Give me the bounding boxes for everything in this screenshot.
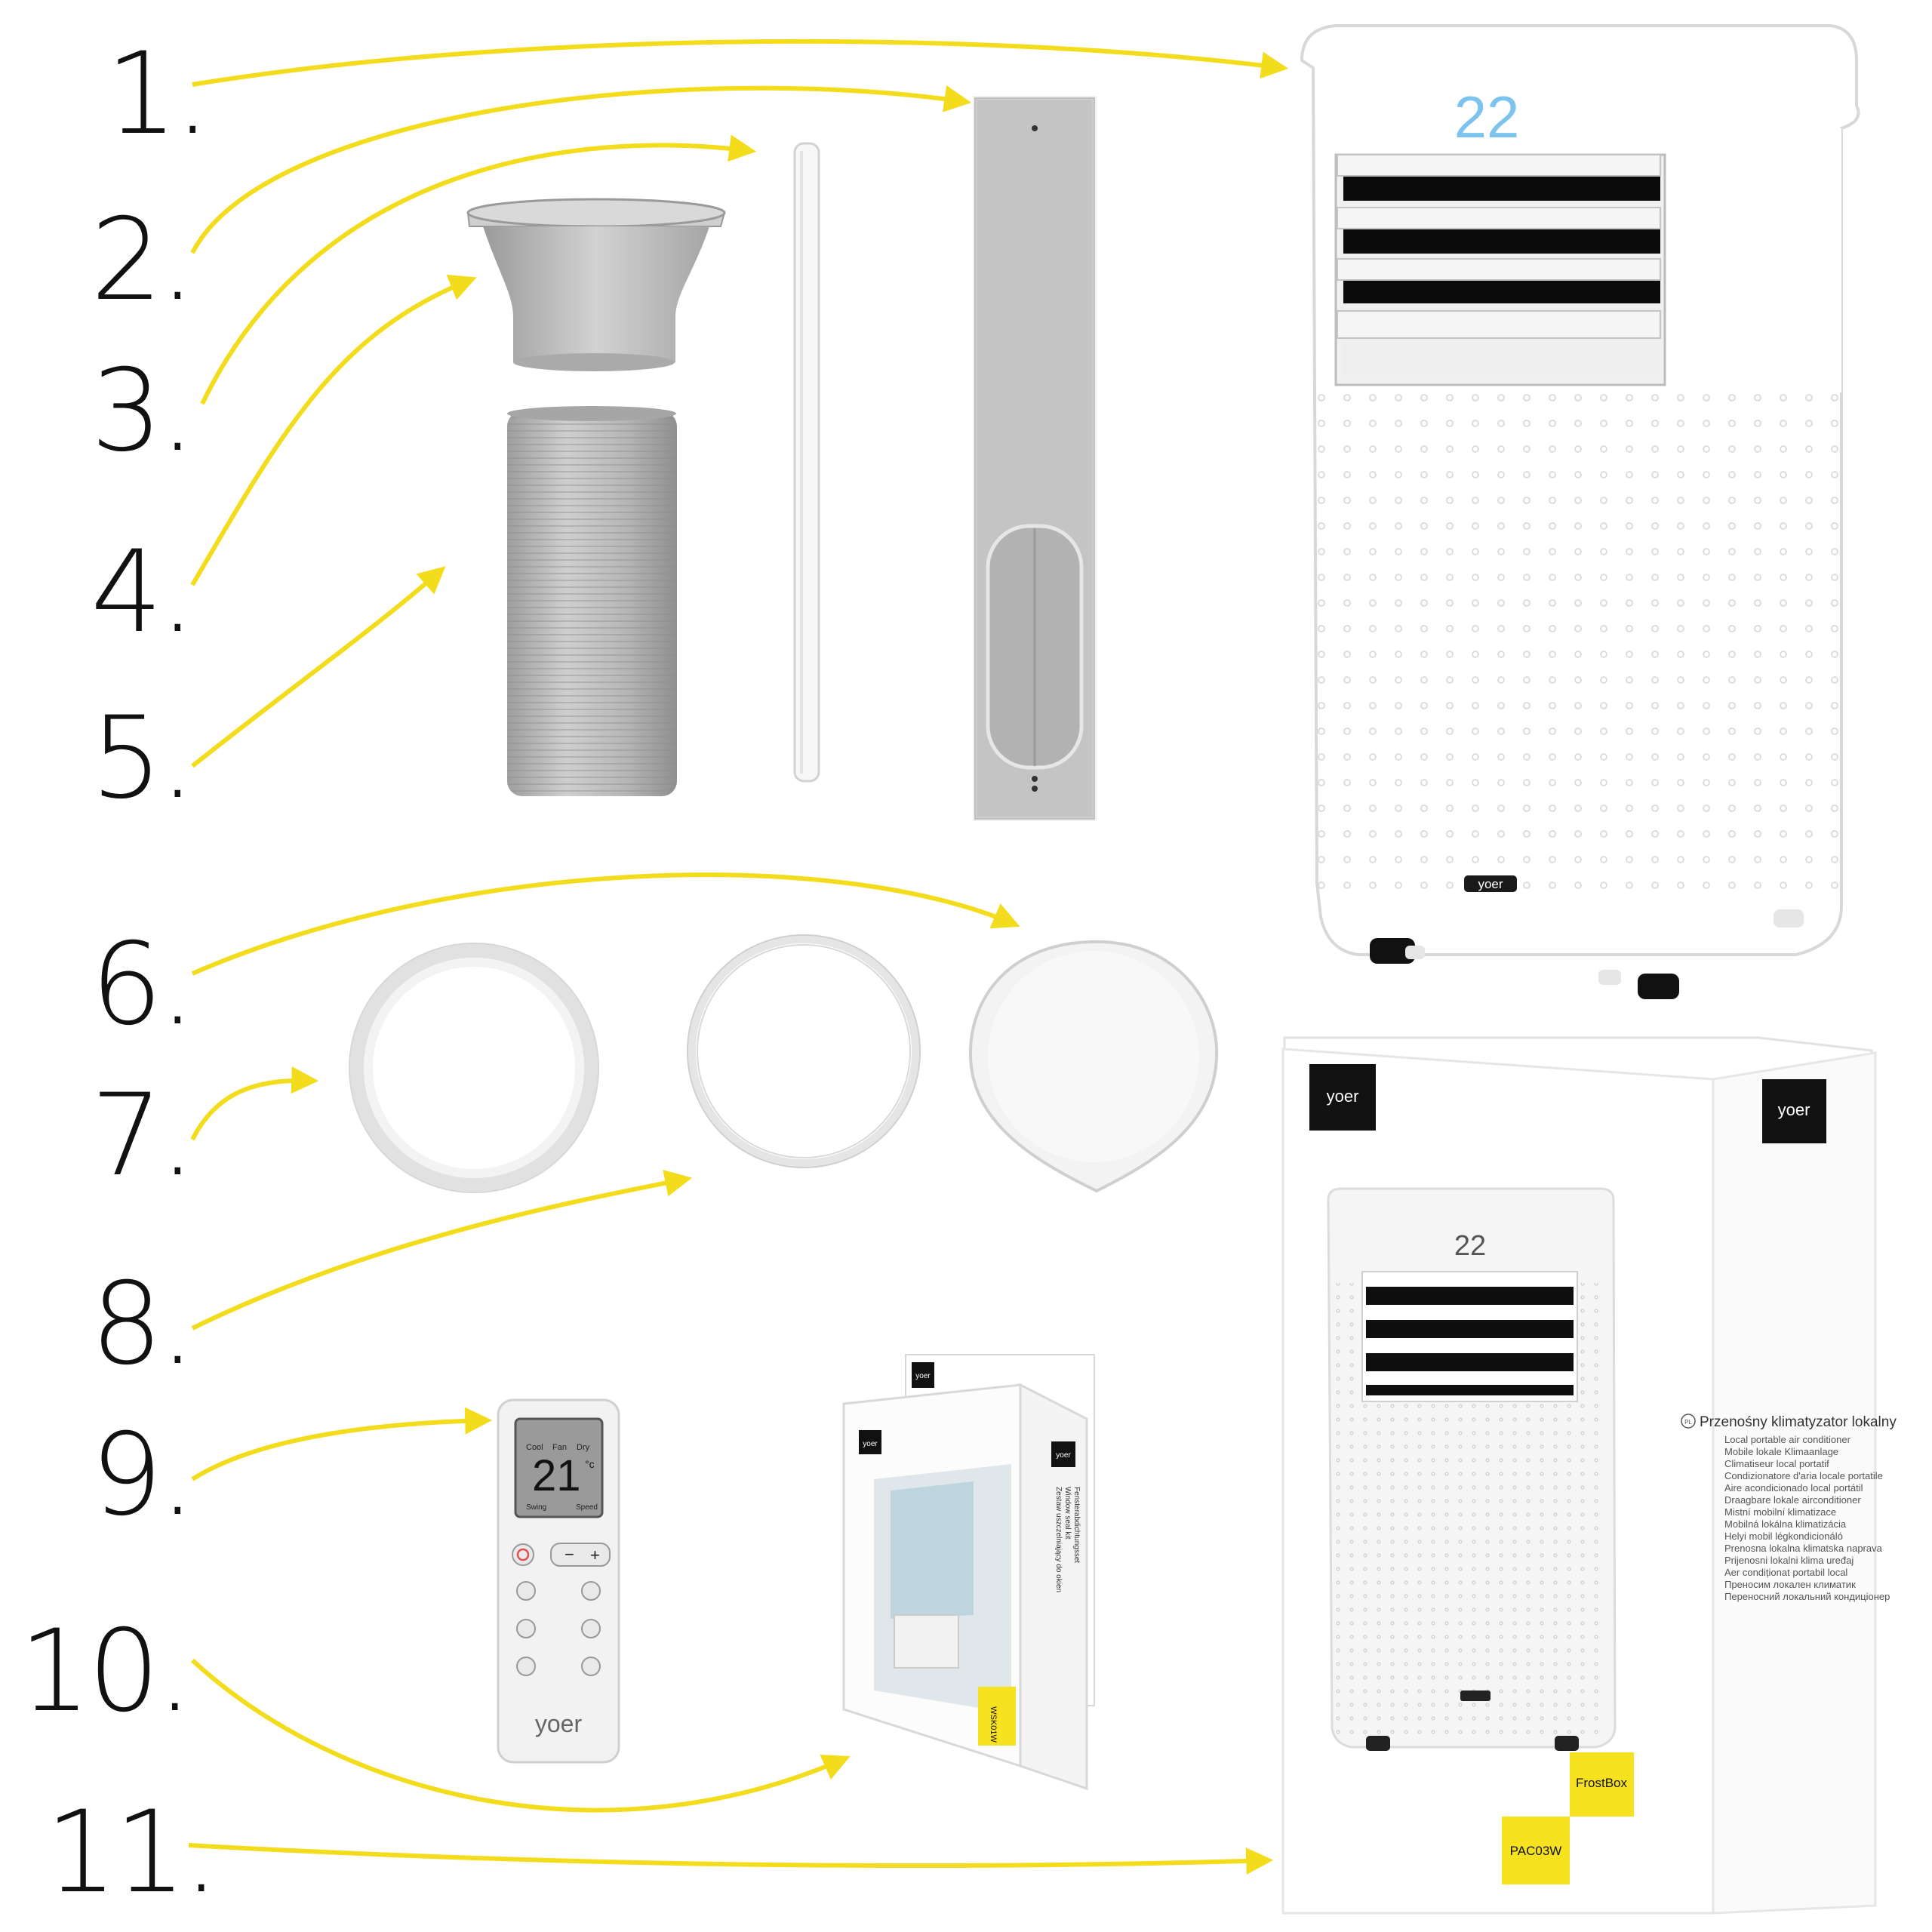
ac-display: 22 [1454, 84, 1520, 150]
ac-louvers [1337, 154, 1661, 374]
kit-side-line-1: Zestaw uszczelniający do okien [1054, 1487, 1063, 1592]
arrow-6 [191, 872, 1020, 976]
air-conditioner-unit: 22 yoer [1300, 24, 1860, 999]
remote-swing-button[interactable] [516, 1619, 536, 1638]
box-brand-front: yoer [1327, 1087, 1359, 1106]
arrow-2 [190, 85, 972, 254]
kit-brand-side: yoer [1056, 1451, 1071, 1460]
arrow-11 [188, 1843, 1274, 1875]
window-adapter-ring-inner [687, 934, 921, 1168]
remote-speed: Speed [576, 1503, 598, 1512]
ac-brand: yoer [1478, 877, 1503, 891]
window-adapter [466, 198, 726, 371]
arrow-5 [191, 566, 446, 768]
remote-mode-fan: Fan [552, 1443, 567, 1452]
remote-unit-button[interactable] [581, 1657, 601, 1676]
label-6: 6. [91, 919, 195, 1051]
kit-side-line-2: Window seal kit [1063, 1487, 1072, 1540]
remote-unit: °c [585, 1458, 595, 1470]
window-seal-kit-box: yoer yoer yoer Zestaw uszczelniający do … [842, 1354, 1095, 1791]
label-10: 10. [19, 1606, 193, 1737]
arrow-10 [190, 1658, 851, 1813]
remote-mode-button[interactable] [516, 1581, 536, 1601]
arrow-3 [200, 134, 757, 405]
box-translation-5: Aire acondicionado local portátil [1724, 1482, 1863, 1494]
box-translation-4: Condizionatore d'aria locale portatile [1724, 1470, 1883, 1481]
remote-temp-rocker[interactable] [550, 1543, 611, 1567]
window-adapter-cap [968, 940, 1219, 1193]
remote-plus: + [590, 1546, 600, 1564]
remote-temperature: 21 [532, 1451, 581, 1500]
remote-mode-dry: Dry [577, 1443, 590, 1452]
box-translation-1: Local portable air conditioner [1724, 1434, 1851, 1445]
box-translation-11: Prijenosni lokalni klima uređaj [1724, 1555, 1854, 1566]
remote-control: Cool Fan Dry 21 °c Swing Speed − + yoer [497, 1398, 620, 1764]
product-box: yoer yoer 22 PL Przenośny klimatyzator l… [1281, 1036, 1897, 1915]
box-display: 22 [1454, 1230, 1486, 1262]
box-translation-13: Преносим локален климатик [1724, 1579, 1856, 1590]
kit-side-line-3: Fensterabdichtungsset [1072, 1487, 1081, 1563]
box-title: Przenośny klimatyzator lokalny [1700, 1414, 1897, 1430]
arrow-9 [191, 1407, 493, 1481]
kit-brand-front: yoer [863, 1440, 878, 1448]
label-3: 3. [91, 346, 195, 477]
kit-brand-top: yoer [915, 1372, 931, 1380]
box-series: FrostBox [1576, 1776, 1628, 1790]
remote-swing: Swing [526, 1503, 546, 1512]
label-11: 11. [45, 1787, 220, 1918]
remote-power-button[interactable] [512, 1543, 534, 1566]
arrow-4 [190, 274, 477, 586]
label-9: 9. [91, 1410, 195, 1541]
box-translation-6: Draagbare lokale airconditioner [1724, 1494, 1861, 1506]
window-panel [973, 96, 1097, 821]
arrow-8 [191, 1169, 693, 1331]
arrow-1 [192, 38, 1289, 87]
box-translation-2: Mobile lokale Klimaanlage [1724, 1446, 1838, 1457]
box-translation-7: Mistní mobilní klimatizace [1724, 1506, 1836, 1518]
label-1: 1. [106, 29, 211, 160]
window-adapter-ring-outer [349, 943, 599, 1193]
label-2: 2. [91, 195, 195, 326]
arrow-7 [190, 1066, 319, 1141]
label-7: 7. [91, 1070, 195, 1201]
remote-speed-button[interactable] [581, 1619, 601, 1638]
remote-sleep-button[interactable] [516, 1657, 536, 1676]
box-brand-side: yoer [1778, 1100, 1810, 1119]
kit-model: WSK01W [989, 1706, 998, 1743]
box-translation-10: Prenosna lokalna klimatska naprava [1724, 1543, 1883, 1554]
remote-brand: yoer [535, 1710, 583, 1737]
remote-minus: − [565, 1545, 574, 1564]
box-translation-9: Helyi mobil légkondicionáló [1724, 1531, 1843, 1542]
box-lang-code: PL [1684, 1419, 1692, 1426]
window-rod [793, 142, 820, 783]
remote-fan-button[interactable] [581, 1581, 601, 1601]
remote-mode-cool: Cool [526, 1443, 543, 1452]
box-translation-12: Aer condiționat portabil local [1724, 1567, 1847, 1578]
exhaust-hose [507, 406, 677, 796]
box-translation-14: Переносний локальний кондиціонер [1724, 1591, 1890, 1602]
box-translation-3: Climatiseur local portatif [1724, 1458, 1829, 1469]
box-model: PAC03W [1510, 1844, 1562, 1858]
label-8: 8. [91, 1259, 195, 1390]
box-translation-8: Mobilná lokálna klimatizácia [1724, 1518, 1847, 1530]
label-5: 5. [91, 693, 195, 824]
label-4: 4. [91, 527, 195, 658]
